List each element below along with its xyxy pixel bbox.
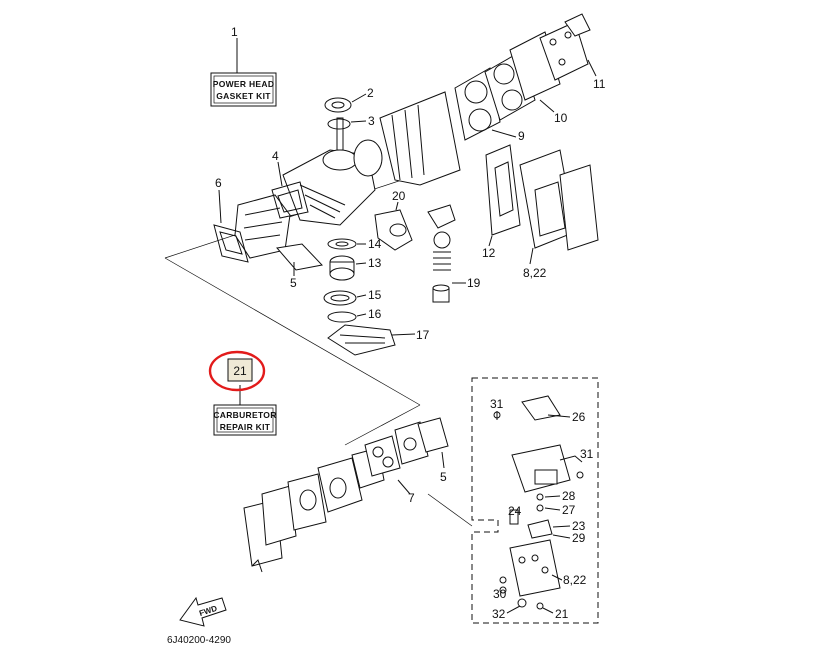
callout-26: 26 xyxy=(572,410,586,424)
callout-16: 15 xyxy=(368,288,382,302)
callout-17: 16 xyxy=(368,307,382,321)
callout-14: 13 xyxy=(368,256,382,270)
callout-30: 30 xyxy=(493,587,507,601)
power-head-kit-label-line1: POWER HEAD xyxy=(213,79,275,89)
callout-25: 24 xyxy=(508,504,522,518)
carburetor-kit-ref-tag[interactable]: 21 xyxy=(227,358,253,382)
carburetor-kit-label-line1: CARBURETOR xyxy=(213,410,276,420)
part-17-o-ring xyxy=(327,311,357,323)
intake-silencer-drawing xyxy=(243,447,385,573)
callout-20: 20 xyxy=(392,189,406,203)
callout-28: 28 xyxy=(562,489,576,503)
part-6-gasket xyxy=(213,224,249,263)
callout-27: 27 xyxy=(562,503,576,517)
power-head-gasket-kit[interactable]: POWER HEAD GASKET KIT xyxy=(210,72,277,107)
part-3-o-ring xyxy=(327,118,351,130)
callout-5-lower: 5 xyxy=(440,470,447,484)
diagram-code: 6J40200-4290 xyxy=(167,635,231,646)
part-16-cap xyxy=(323,290,357,306)
part-4-gasket xyxy=(271,181,309,219)
carburetor-detail-box xyxy=(471,377,599,624)
carburetor-repair-kit[interactable]: CARBURETOR REPAIR KIT xyxy=(213,404,277,436)
callout-6: 6 xyxy=(215,176,222,190)
part-13-cover xyxy=(519,149,599,251)
part-7-gasket xyxy=(364,421,429,477)
callout-8-22: 8,22 xyxy=(563,573,587,587)
callout-9: 9 xyxy=(518,129,525,143)
carburetor-body-drawing xyxy=(493,395,584,610)
part-20-bracket xyxy=(374,209,413,251)
callout-12: 12 xyxy=(482,246,496,260)
callout-10: 10 xyxy=(554,111,568,125)
power-head-kit-label-line2: GASKET KIT xyxy=(216,91,271,101)
part-2-oil-seal xyxy=(324,97,352,113)
callout-1: 1 xyxy=(231,25,238,39)
callout-11: 11 xyxy=(593,77,606,91)
callout-15: 14 xyxy=(368,237,382,251)
part-5-reed-lower xyxy=(417,417,449,453)
callout-19: 19 xyxy=(467,276,481,290)
callout-18: 17 xyxy=(416,328,430,342)
callout-3: 3 xyxy=(368,114,375,128)
callout-13: 8,22 xyxy=(523,266,547,280)
cylinder-block-drawing xyxy=(234,91,461,259)
parts-14-15-stack xyxy=(327,238,357,281)
callout-29: 29 xyxy=(572,531,586,545)
part-11-cover-plate xyxy=(539,13,591,81)
callout-31-right: 31 xyxy=(580,447,594,461)
part-12-plate xyxy=(485,144,521,236)
part-18-gasket xyxy=(327,324,396,356)
callout-23: 21 xyxy=(555,607,569,621)
callout-2: 2 xyxy=(367,86,374,100)
part-5-reed-plate xyxy=(276,243,323,271)
callout-24: 23 xyxy=(572,519,586,533)
carburetor-kit-label-line2: REPAIR KIT xyxy=(220,422,271,432)
part-19-thermostat xyxy=(427,204,456,303)
callout-4: 4 xyxy=(272,149,279,163)
power-head-zone-outline xyxy=(164,173,421,259)
highlight-circle xyxy=(208,350,266,392)
callout-32: 32 xyxy=(492,607,506,621)
callout-21: 21 xyxy=(233,364,247,378)
callout-7: 7 xyxy=(408,491,415,505)
fwd-arrow-icon: FWD xyxy=(179,596,227,627)
callout-5: 5 xyxy=(290,276,297,290)
callout-31-top: 31 xyxy=(490,397,504,411)
part-9-exhaust-gasket xyxy=(454,67,501,141)
